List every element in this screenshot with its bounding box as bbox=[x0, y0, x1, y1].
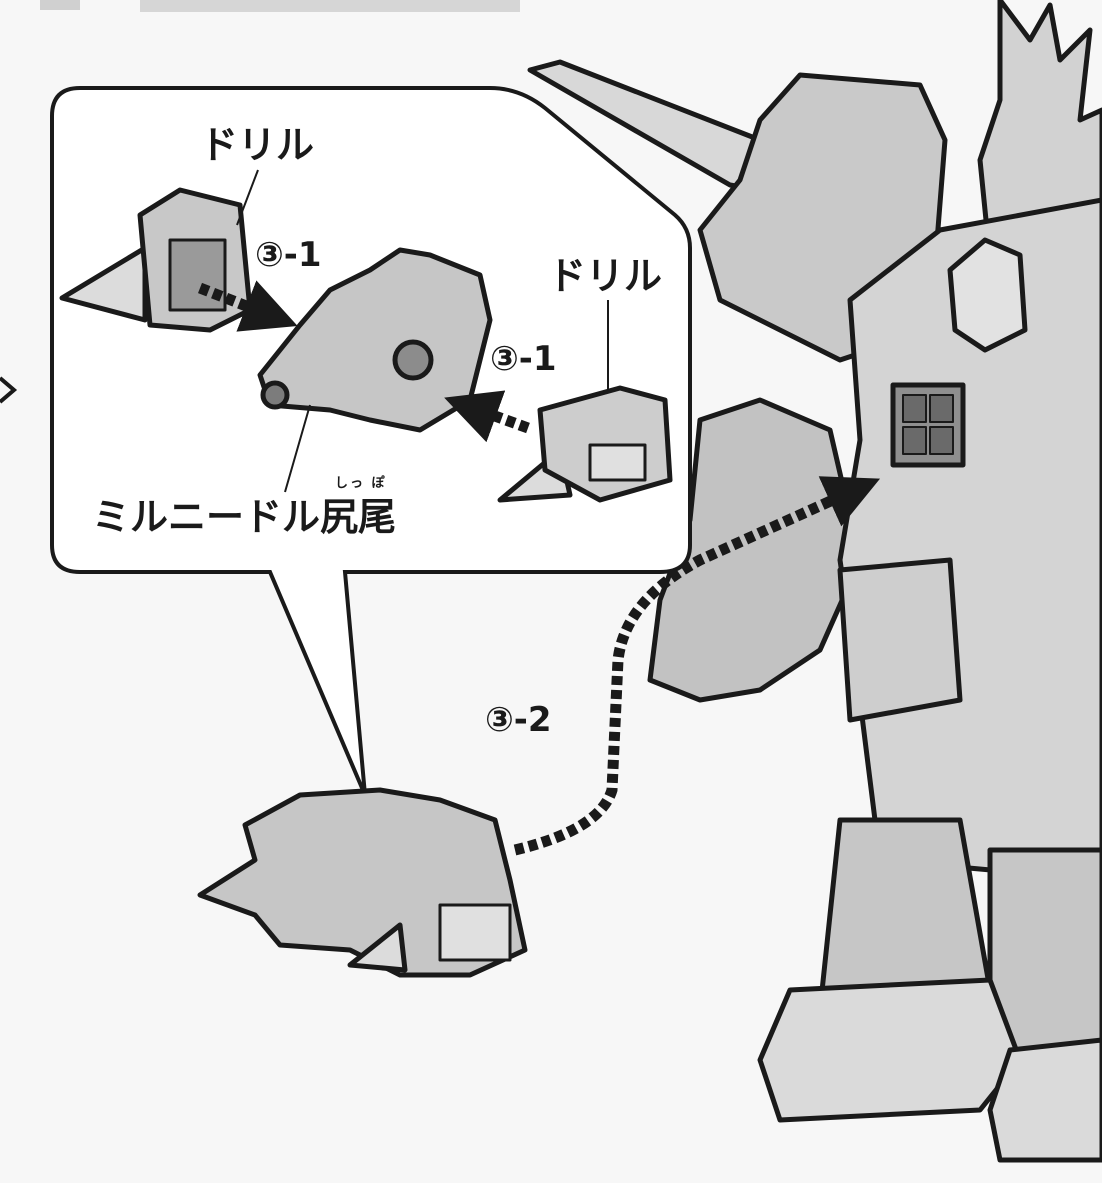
prev-step-marker bbox=[0, 378, 14, 402]
robot-hip-armor bbox=[840, 560, 960, 720]
label-step-3-1-left: ③-1 bbox=[255, 238, 322, 272]
robot-foot-right bbox=[990, 1040, 1102, 1160]
tail-assembled bbox=[200, 790, 525, 975]
label-tail-ruby: しっ ぽ bbox=[335, 477, 387, 490]
label-drill-right: ドリル bbox=[548, 257, 662, 295]
label-step-3-2: ③-2 bbox=[485, 703, 552, 737]
robot-foot-left bbox=[760, 980, 1020, 1120]
label-step-3-1-right: ③-1 bbox=[490, 342, 557, 376]
label-drill-left: ドリル bbox=[200, 126, 314, 164]
label-tail-name: ミルニードル尻尾 bbox=[92, 498, 396, 536]
header-remnant bbox=[40, 0, 520, 12]
